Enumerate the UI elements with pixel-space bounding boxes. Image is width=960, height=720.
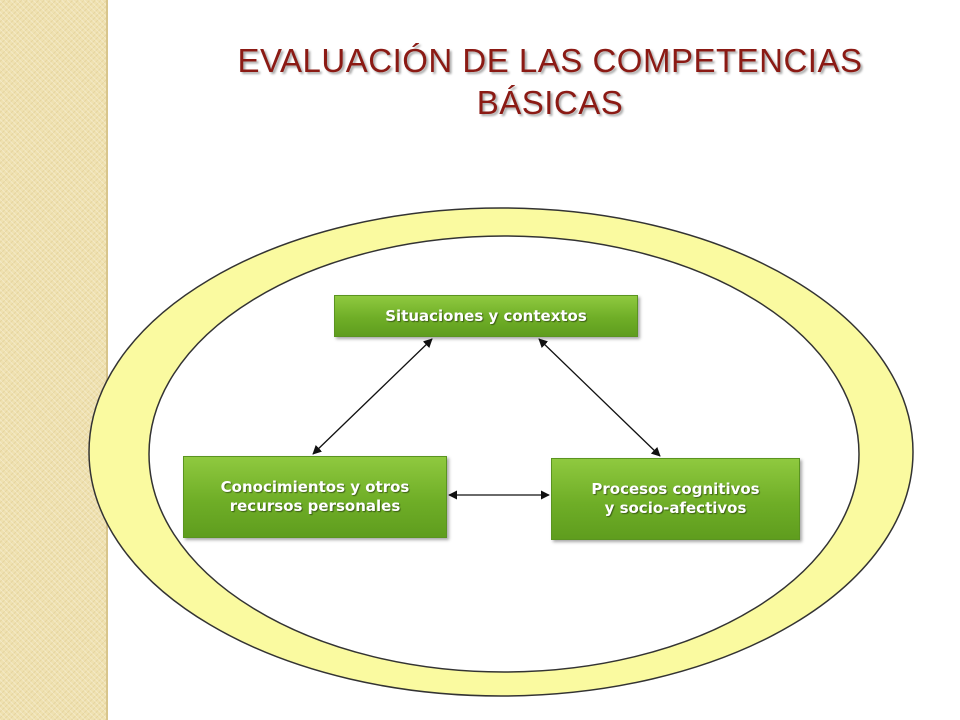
node-conocimientos-recursos: Conocimientos y otros recursos personale…	[183, 456, 447, 538]
node-label: Conocimientos y otros recursos personale…	[220, 478, 410, 515]
decorative-side-band	[0, 0, 106, 720]
connector-situaciones-conocimientos	[312, 338, 433, 455]
node-procesos-cognitivos: Procesos cognitivos y socio-afectivos	[551, 458, 800, 540]
outer-ring-outline	[88, 207, 914, 697]
connector-situaciones-procesos	[538, 338, 661, 457]
node-situaciones-contextos: Situaciones y contextos	[334, 295, 638, 337]
node-label: Situaciones y contextos	[385, 306, 587, 325]
node-label: Procesos cognitivos y socio-afectivos	[591, 480, 760, 517]
side-band-divider	[106, 0, 108, 720]
slide-title: EVALUACIÓN DE LAS COMPETENCIAS BÁSICAS	[237, 42, 863, 121]
